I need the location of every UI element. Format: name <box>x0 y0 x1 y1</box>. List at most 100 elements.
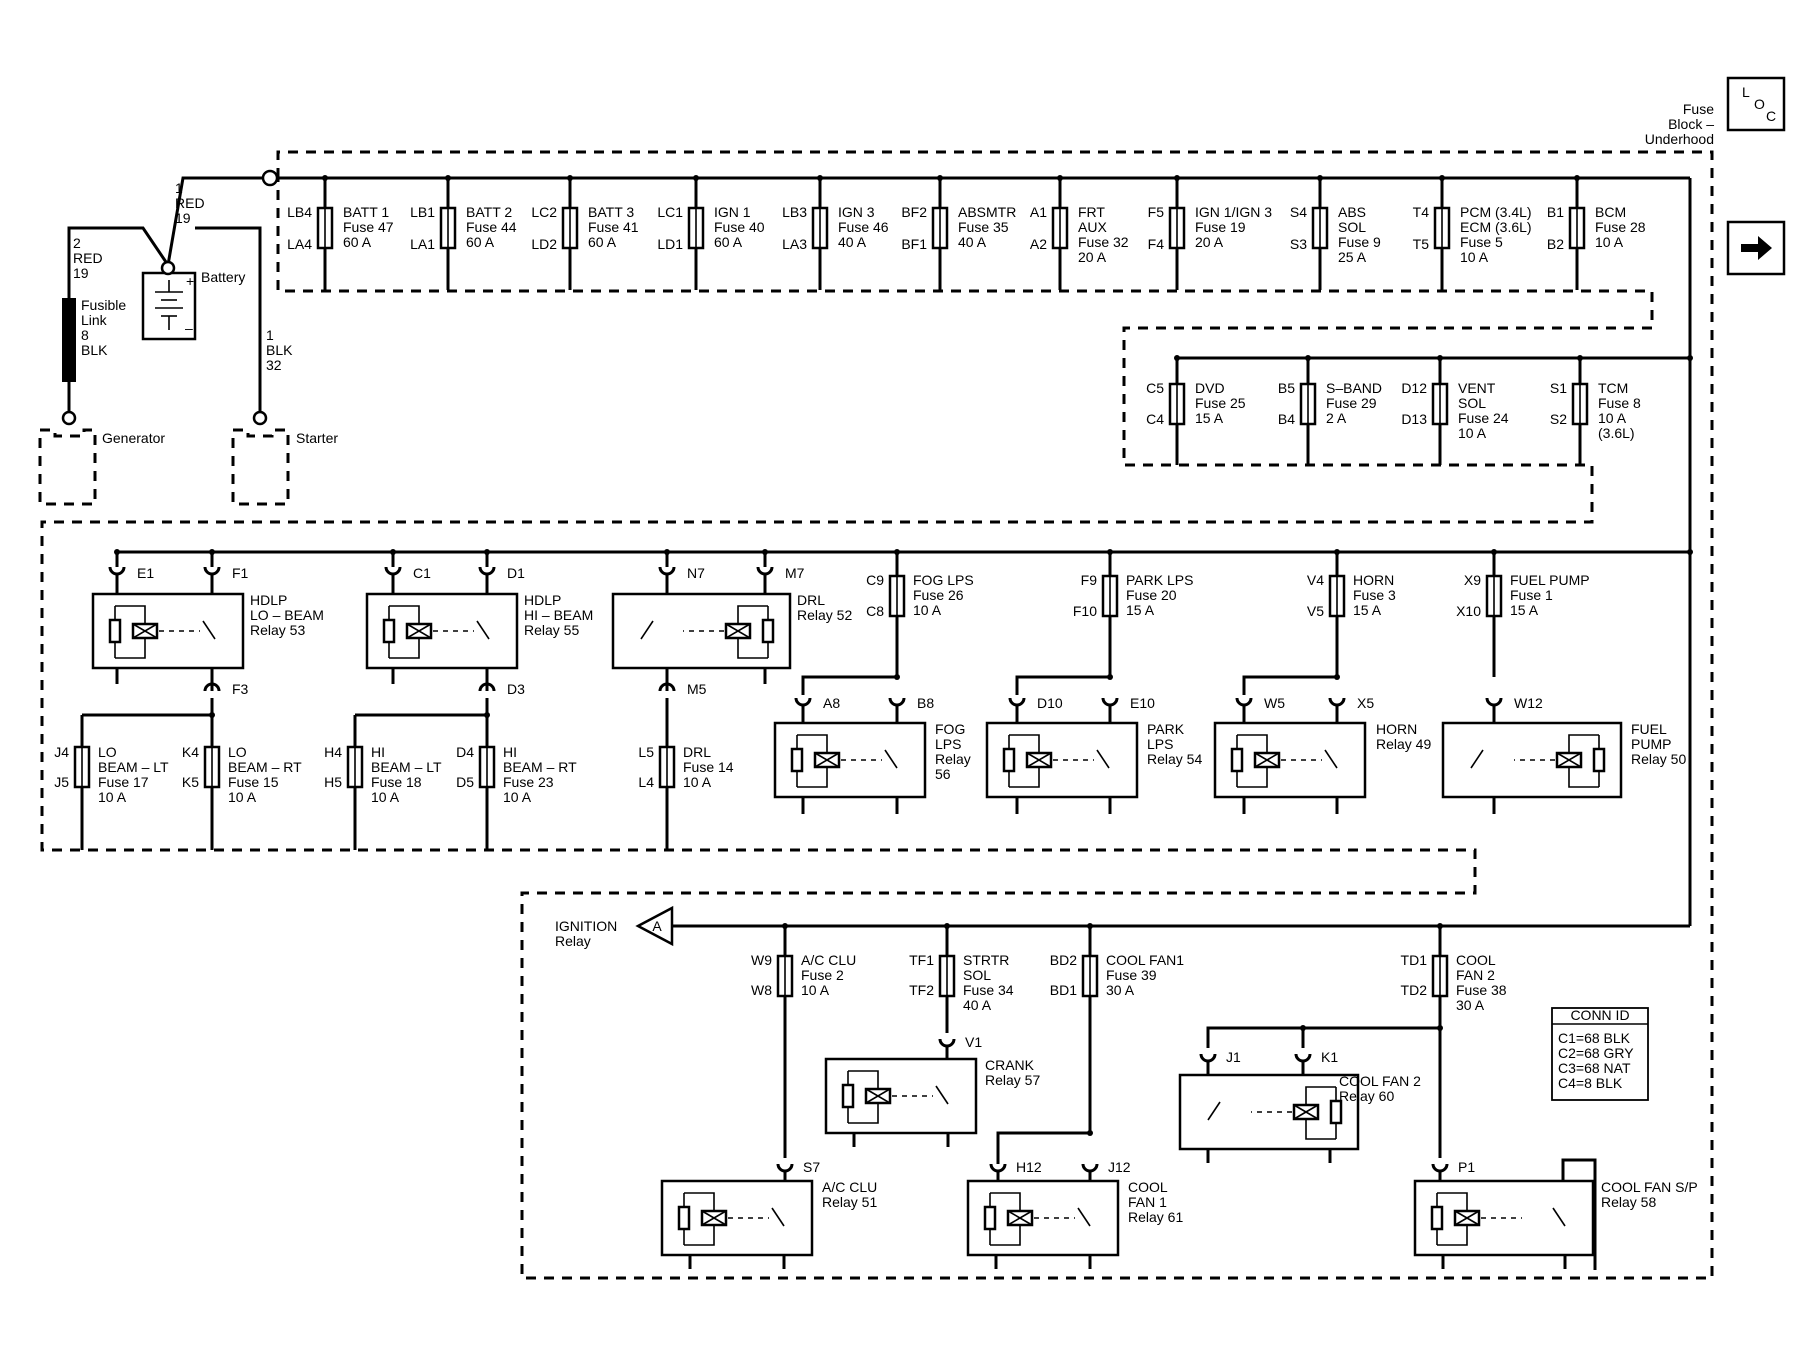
relay-label: Relay 52 <box>797 607 852 623</box>
junction-dot <box>1687 549 1693 555</box>
relay-relay-58 <box>1413 1179 1595 1257</box>
fusible-label: 8 <box>81 327 89 343</box>
conn-id-row: C1=68 BLK <box>1558 1030 1631 1046</box>
generator-label: Generator <box>102 430 165 446</box>
relay-label: A/C CLU <box>822 1179 877 1195</box>
pin-label: T5 <box>1413 236 1430 252</box>
starter-outline <box>231 428 290 506</box>
switch-arm <box>476 620 490 640</box>
block-title: Underhood <box>1645 131 1714 147</box>
coil-x <box>865 1088 891 1104</box>
wire-code: BLK <box>266 342 293 358</box>
pin-label: C5 <box>1146 380 1164 396</box>
fuse-label: Fuse 26 <box>913 587 964 603</box>
pin-label: D13 <box>1401 411 1427 427</box>
fuse-label: ECM (3.6L) <box>1460 219 1532 235</box>
junction-dot <box>1087 1130 1093 1136</box>
fuse-label: Fuse 8 <box>1598 395 1641 411</box>
coil-resistor <box>761 618 775 644</box>
relay-relay-52 <box>611 592 792 670</box>
pin-label: J1 <box>1226 1049 1241 1065</box>
fuse-label: BEAM – RT <box>228 759 302 775</box>
coil-x <box>1007 1210 1033 1226</box>
pin-label: LC1 <box>657 204 683 220</box>
fuse-label: Fuse 24 <box>1458 410 1509 426</box>
switch-arm <box>202 620 216 640</box>
relay-label: LO – BEAM <box>250 607 324 623</box>
generator-terminal <box>61 410 77 426</box>
fuse-label: Fuse 32 <box>1078 234 1129 250</box>
connector-pin <box>384 566 402 576</box>
fuse-label: LO <box>98 744 117 760</box>
fuse-label: 10 A <box>1595 234 1624 250</box>
connector-pin <box>203 566 221 576</box>
fuse-label: IGN 1 <box>714 204 751 220</box>
starter-terminal <box>252 410 268 426</box>
pin-label: LA4 <box>287 236 312 252</box>
relay-feed <box>1242 675 1337 695</box>
coil-resistor <box>983 1205 997 1231</box>
fuse-label: AUX <box>1078 219 1107 235</box>
pin-label: V5 <box>1307 603 1324 619</box>
fuse-label: Fuse 38 <box>1456 982 1507 998</box>
fusible-link <box>62 298 76 382</box>
relay-feed <box>996 1131 1090 1164</box>
connector-pin <box>1328 697 1346 707</box>
relay-label: Relay 54 <box>1147 751 1202 767</box>
relay-label: CRANK <box>985 1057 1035 1073</box>
pin-label: H4 <box>324 744 342 760</box>
ignition-relay-connector <box>635 905 674 947</box>
fuse-label: BATT 3 <box>588 204 634 220</box>
generator-outline <box>38 428 97 506</box>
pin-label: D4 <box>456 744 474 760</box>
fuse-label: Fuse 44 <box>466 219 517 235</box>
pin-label: LB3 <box>782 204 807 220</box>
relay-label: COOL FAN 2 <box>1339 1073 1421 1089</box>
pin-label: W5 <box>1264 695 1285 711</box>
pin-label: TD1 <box>1401 952 1428 968</box>
pin-label: X9 <box>1464 572 1481 588</box>
fuse-label: FRT <box>1078 204 1105 220</box>
fuse-label: Fuse 39 <box>1106 967 1157 983</box>
relay-relay-49 <box>1213 721 1367 799</box>
fusible-label: BLK <box>81 342 108 358</box>
fuse-label: Fuse 47 <box>343 219 394 235</box>
arrow-glyph <box>1741 236 1772 260</box>
fuse-label: Fuse 23 <box>503 774 554 790</box>
fuse-label: TCM <box>1598 380 1628 396</box>
pin-label: F10 <box>1073 603 1097 619</box>
fuse-label: LO <box>228 744 247 760</box>
pin-label: D3 <box>507 681 525 697</box>
fuse-label: SOL <box>1338 219 1366 235</box>
fuse-label: 60 A <box>588 234 617 250</box>
battery-terminal <box>160 260 176 276</box>
fuse-label: 20 A <box>1078 249 1107 265</box>
battery-label: Battery <box>201 269 245 285</box>
fuse-label: 10 A <box>228 789 257 805</box>
pin-label: A2 <box>1030 236 1047 252</box>
switch-arm <box>640 620 654 640</box>
relay-relay-54 <box>985 721 1139 799</box>
coil-resistor <box>108 618 122 644</box>
pin-label: X5 <box>1357 695 1374 711</box>
fusible-label: Fusible <box>81 297 126 313</box>
connector-pin <box>1235 697 1253 707</box>
pin-label: H5 <box>324 774 342 790</box>
coil-x <box>725 623 751 639</box>
switch-arm <box>1207 1101 1221 1121</box>
pin-label: F1 <box>232 565 249 581</box>
pin-label: F3 <box>232 681 249 697</box>
fuse-label: Fuse 1 <box>1510 587 1553 603</box>
pin-label: H12 <box>1016 1159 1042 1175</box>
pin-label: W8 <box>751 982 772 998</box>
battery-wire <box>67 226 170 298</box>
fuse-label: ABSMTR <box>958 204 1016 220</box>
relay-label: FAN 1 <box>1128 1194 1167 1210</box>
fuse-label: Fuse 29 <box>1326 395 1377 411</box>
pin-label: D10 <box>1037 695 1063 711</box>
fuse-label: 10 A <box>503 789 532 805</box>
junction-dot <box>1687 355 1693 361</box>
relay-label: Relay 49 <box>1376 736 1431 752</box>
pin-label: LC2 <box>531 204 557 220</box>
